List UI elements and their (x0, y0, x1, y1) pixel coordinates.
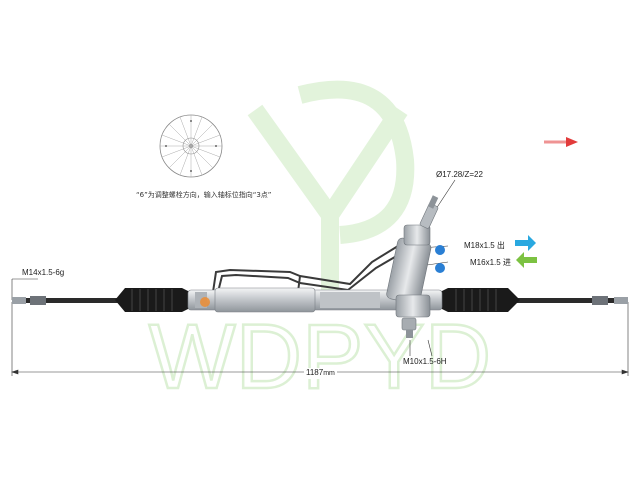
overall-length-unit: mm (323, 370, 335, 377)
inlet-port-cap (435, 263, 445, 273)
inlet-arrow-icon (516, 252, 537, 268)
mount-bolt (401, 317, 417, 338)
right-tie-rod (515, 296, 628, 305)
outlet-arrow-icon (515, 235, 536, 251)
outlet-port-cap (435, 245, 445, 255)
watermark-logo (247, 80, 415, 300)
overall-length-value: 1187 (306, 368, 324, 377)
rack-housing (187, 287, 443, 313)
marker-arrow (544, 137, 578, 147)
valve-housing (386, 224, 432, 318)
left-boot (115, 288, 190, 312)
left-tie-rod (12, 296, 122, 305)
hydraulic-lines (212, 243, 419, 293)
outlet-port-label: M18x1.5 出 (464, 241, 505, 250)
input-shaft (419, 195, 439, 229)
inlet-port-label: M16x1.5 进 (470, 258, 511, 267)
watermark-text: WDPYD (149, 306, 491, 408)
overall-length-label: 1187mm (304, 368, 337, 379)
orientation-note: “6”为调整螺栓方向，输入轴标位指向“3点” (136, 190, 271, 199)
tie-rod-thread-label: M14x1.5-6g (22, 268, 65, 277)
watermark: WDPYD (148, 80, 492, 409)
mount-thread-label: M10x1.5-6H (403, 357, 447, 366)
right-boot (440, 288, 520, 312)
pinion-spec-label: Ø17.28/Z=22 (436, 170, 483, 179)
orientation-dial (159, 114, 223, 178)
